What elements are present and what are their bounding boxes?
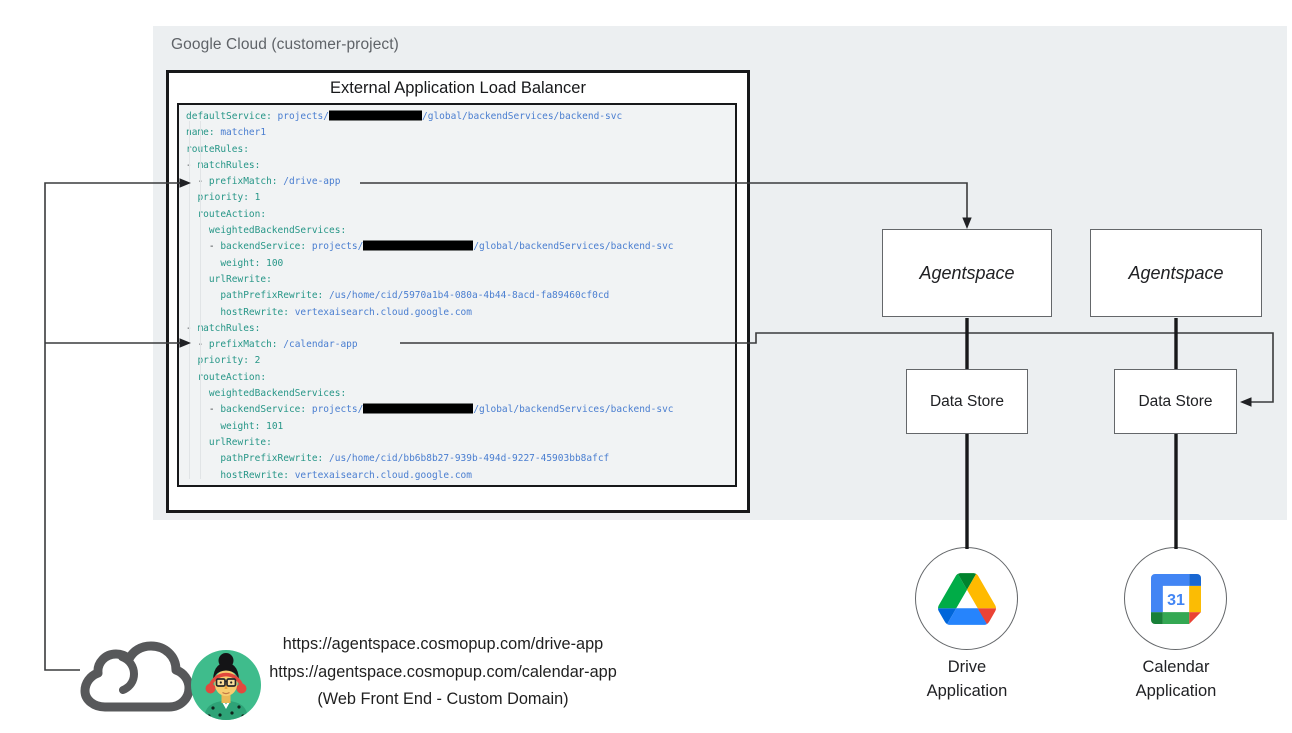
datastore-box-calendar: Data Store (1114, 369, 1237, 434)
agentspace-box-calendar: Agentspace (1090, 229, 1262, 317)
calendar-day-number: 31 (1167, 592, 1185, 609)
agentspace-label: Agentspace (1128, 262, 1224, 283)
datastore-label: Data Store (1138, 392, 1213, 410)
google-calendar-icon: 31 (1150, 573, 1201, 624)
calendar-url: https://agentspace.cosmopup.com/calendar… (269, 662, 617, 681)
google-cloud-panel-label: Google Cloud (customer-project) (171, 36, 399, 53)
drive-application-label: Drive Application (926, 658, 1008, 700)
frontend-caption: (Web Front End - Custom Domain) (317, 690, 569, 708)
indent-guide (189, 121, 190, 479)
url-map-config-box: defaultService: projects//global/backend… (177, 103, 737, 487)
agentspace-label: Agentspace (919, 262, 1015, 283)
indent-guide (200, 121, 201, 479)
redacted-project-id (329, 110, 422, 121)
agentspace-box-drive: Agentspace (882, 229, 1052, 317)
route-rules-yaml: defaultService: projects//global/backend… (186, 110, 674, 481)
user-avatar-icon (191, 650, 261, 720)
datastore-label: Data Store (929, 392, 1005, 410)
drive-url: https://agentspace.cosmopup.com/drive-ap… (282, 635, 604, 653)
drive-application-node (915, 547, 1018, 650)
redacted-project-id (363, 403, 474, 414)
load-balancer-title: External Application Load Balancer (330, 79, 586, 97)
redacted-project-id (363, 240, 474, 251)
datastore-box-drive: Data Store (906, 369, 1028, 434)
calendar-application-label: Calendar Application (1135, 658, 1217, 700)
calendar-application-node: 31 (1124, 547, 1227, 650)
cloud-icon (78, 628, 196, 714)
frontend-urls: https://agentspace.cosmopup.com/drive-ap… (238, 631, 648, 714)
google-drive-icon (937, 572, 996, 625)
